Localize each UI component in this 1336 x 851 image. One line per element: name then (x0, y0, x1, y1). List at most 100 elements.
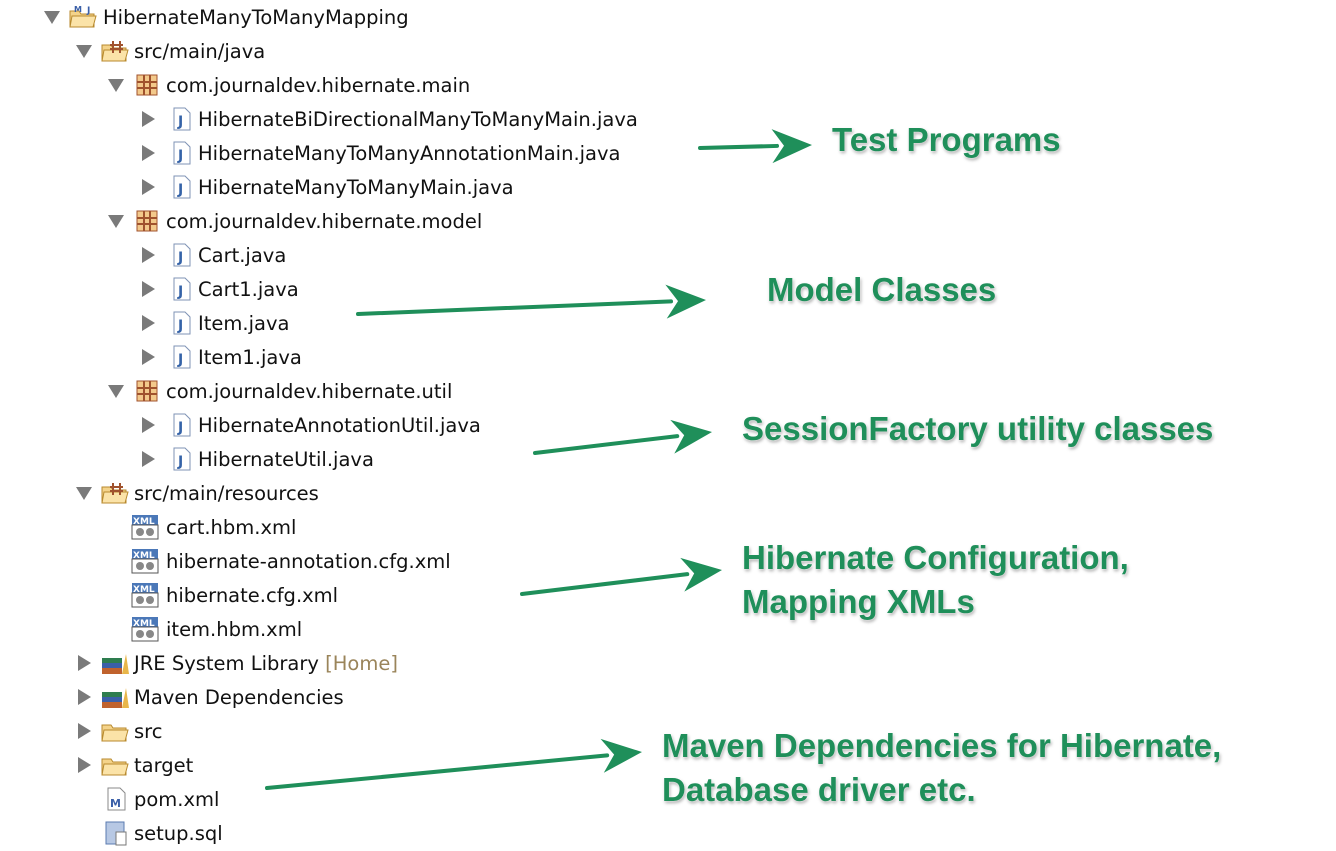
tree-item[interactable]: com.journaldev.hibernate.util (0, 374, 700, 408)
java-file-icon: J (166, 276, 196, 302)
tree-item-label: HibernateManyToManyMapping (103, 5, 409, 29)
tree-item[interactable]: src (0, 714, 700, 748)
expanded-triangle-icon[interactable] (44, 11, 60, 24)
tree-item[interactable]: JRE System Library [Home] (0, 646, 700, 680)
expanded-triangle-icon[interactable] (108, 215, 124, 228)
collapsed-triangle-icon[interactable] (142, 179, 155, 195)
svg-text:J: J (177, 352, 183, 368)
expanded-triangle-icon[interactable] (108, 385, 124, 398)
annotation-line: Database driver etc. (662, 771, 976, 808)
sql-file-icon (102, 820, 132, 846)
collapsed-triangle-icon[interactable] (78, 723, 91, 739)
tree-item-label: cart.hbm.xml (166, 515, 297, 539)
tree-item-label: hibernate-annotation.cfg.xml (166, 549, 451, 573)
tree-item[interactable]: com.journaldev.hibernate.main (0, 68, 700, 102)
svg-text:J: J (177, 148, 183, 164)
xml-file-icon: XML (130, 582, 160, 608)
arrow-shaft (356, 299, 674, 316)
annotation-line: Mapping XMLs (742, 583, 975, 620)
java-file-icon: J (166, 174, 196, 200)
tree-item-label: HibernateManyToManyMain.java (198, 175, 514, 199)
arrow-shaft (533, 434, 680, 455)
tree-item[interactable]: J HibernateManyToManyMain.java (0, 170, 700, 204)
java-file-icon: J (166, 412, 196, 438)
tree-item[interactable]: XML cart.hbm.xml (0, 510, 700, 544)
tree-item-label: src/main/resources (134, 481, 319, 505)
source-folder-icon (100, 38, 130, 64)
tree-item-label: com.journaldev.hibernate.model (166, 209, 483, 233)
annotation-line: Hibernate Configuration, (742, 539, 1129, 576)
collapsed-triangle-icon[interactable] (142, 349, 155, 365)
svg-text:J: J (177, 318, 183, 334)
svg-text:M: M (74, 5, 82, 14)
xml-file-icon: XML (130, 514, 160, 540)
tree-item-label: Maven Dependencies (134, 685, 344, 709)
arrow-head (771, 129, 812, 164)
java-file-icon: J (166, 140, 196, 166)
tree-item-label: HibernateManyToManyAnnotationMain.java (198, 141, 621, 165)
package-icon (132, 208, 162, 234)
svg-text:M: M (110, 797, 121, 810)
svg-text:J: J (177, 284, 183, 300)
tree-item-label: pom.xml (134, 787, 220, 811)
library-icon (100, 650, 130, 676)
svg-text:J: J (177, 420, 183, 436)
collapsed-triangle-icon[interactable] (142, 145, 155, 161)
collapsed-triangle-icon[interactable] (78, 757, 91, 773)
collapsed-triangle-icon[interactable] (142, 417, 155, 433)
expanded-triangle-icon[interactable] (76, 487, 92, 500)
tree-item[interactable]: target (0, 748, 700, 782)
svg-text:J: J (177, 114, 183, 130)
tree-item-label: HibernateAnnotationUtil.java (198, 413, 481, 437)
arrow-head (680, 557, 722, 592)
tree-item[interactable]: Maven Dependencies (0, 680, 700, 714)
expanded-triangle-icon[interactable] (108, 79, 124, 92)
annotation-sessionfactory: SessionFactory utility classes (742, 407, 1213, 451)
java-file-icon: J (166, 344, 196, 370)
expanded-triangle-icon[interactable] (76, 45, 92, 58)
svg-text:J: J (86, 6, 90, 16)
collapsed-triangle-icon[interactable] (142, 315, 155, 331)
arrow-shaft (520, 572, 690, 596)
collapsed-triangle-icon[interactable] (142, 281, 155, 297)
tree-item-label: com.journaldev.hibernate.util (166, 379, 453, 403)
collapsed-triangle-icon[interactable] (142, 451, 155, 467)
tree-item[interactable]: setup.sql (0, 816, 700, 850)
java-file-icon: J (166, 310, 196, 336)
annotation-maven-dependencies: Maven Dependencies for Hibernate, Databa… (662, 724, 1221, 812)
svg-text:XML: XML (133, 517, 155, 527)
svg-text:J: J (177, 182, 183, 198)
collapsed-triangle-icon[interactable] (78, 655, 91, 671)
annotation-line: Test Programs (832, 121, 1061, 158)
svg-text:XML: XML (133, 585, 155, 595)
collapsed-triangle-icon[interactable] (142, 111, 155, 127)
package-icon (132, 378, 162, 404)
tree-item[interactable]: J HibernateAnnotationUtil.java (0, 408, 700, 442)
collapsed-triangle-icon[interactable] (142, 247, 155, 263)
annotation-test-programs: Test Programs (832, 118, 1061, 162)
package-icon (132, 72, 162, 98)
arrow-head (600, 738, 642, 773)
source-folder-icon (100, 480, 130, 506)
tree-item[interactable]: src/main/resources (0, 476, 700, 510)
tree-item[interactable]: J HibernateManyToManyAnnotationMain.java (0, 136, 700, 170)
tree-item-label: com.journaldev.hibernate.main (166, 73, 471, 97)
tree-item[interactable]: src/main/java (0, 34, 700, 68)
annotation-line: Model Classes (767, 271, 997, 308)
xml-file-icon: XML (130, 616, 160, 642)
collapsed-triangle-icon[interactable] (78, 689, 91, 705)
svg-text:J: J (177, 454, 183, 470)
tree-item[interactable]: com.journaldev.hibernate.model (0, 204, 700, 238)
